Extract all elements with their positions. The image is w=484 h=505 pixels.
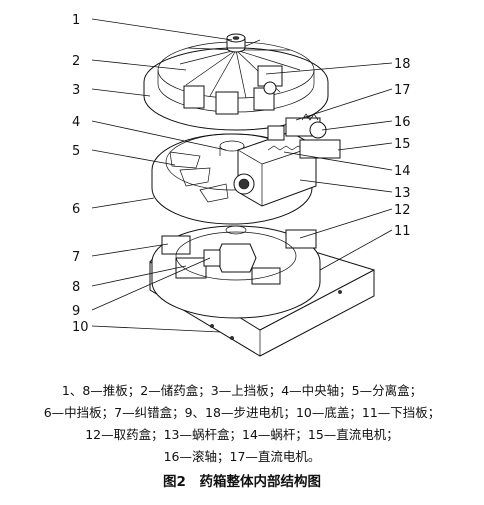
label-5: 5: [72, 144, 80, 159]
figure-caption: 1、8—推板；2—储药盒；3—上挡板；4—中央轴；5—分离盒； 6—中挡板；7—…: [0, 380, 484, 494]
figure-title: 图2 药箱整体内部结构图: [163, 474, 321, 490]
label-11: 11: [394, 224, 411, 239]
middle-separation-disc: [151, 113, 341, 225]
label-16: 16: [394, 115, 411, 130]
label-15: 15: [394, 137, 411, 152]
label-9: 9: [72, 304, 80, 319]
caption-line-4: 16—滚轴；17—直流电机。: [163, 449, 321, 464]
caption-line-1: 1、8—推板；2—储药盒；3—上挡板；4—中央轴；5—分离盒；: [61, 383, 423, 398]
bottom-base-assembly: [149, 225, 375, 357]
label-17: 17: [394, 83, 411, 98]
leader-lines: [91, 18, 393, 333]
caption-line-2: 6—中挡板；7—纠错盒；9、18—步进电机；10—底盖；11—下挡板；: [43, 405, 441, 420]
label-4: 4: [72, 115, 80, 130]
label-2: 2: [72, 54, 80, 69]
label-1: 1: [72, 13, 80, 28]
label-6: 6: [72, 202, 80, 217]
exploded-view-drawing: 1 2 3 4 5 6 7 8 9 10 11 12 13 14 15 16 1…: [72, 13, 411, 357]
label-3: 3: [72, 83, 80, 98]
top-storage-disc: [143, 33, 329, 131]
caption-line-3: 12—取药盒；13—蜗杆盒；14—蜗杆；15—直流电机；: [85, 427, 399, 442]
label-14: 14: [394, 164, 411, 179]
label-18: 18: [394, 57, 411, 72]
part-labels: 1 2 3 4 5 6 7 8 9 10 11 12 13 14 15 16 1…: [72, 13, 411, 335]
label-7: 7: [72, 250, 80, 265]
label-8: 8: [72, 280, 80, 295]
label-10: 10: [72, 320, 89, 335]
label-12: 12: [394, 203, 411, 218]
exploded-view-figure: 1 2 3 4 5 6 7 8 9 10 11 12 13 14 15 16 1…: [72, 13, 411, 357]
label-13: 13: [394, 186, 411, 201]
